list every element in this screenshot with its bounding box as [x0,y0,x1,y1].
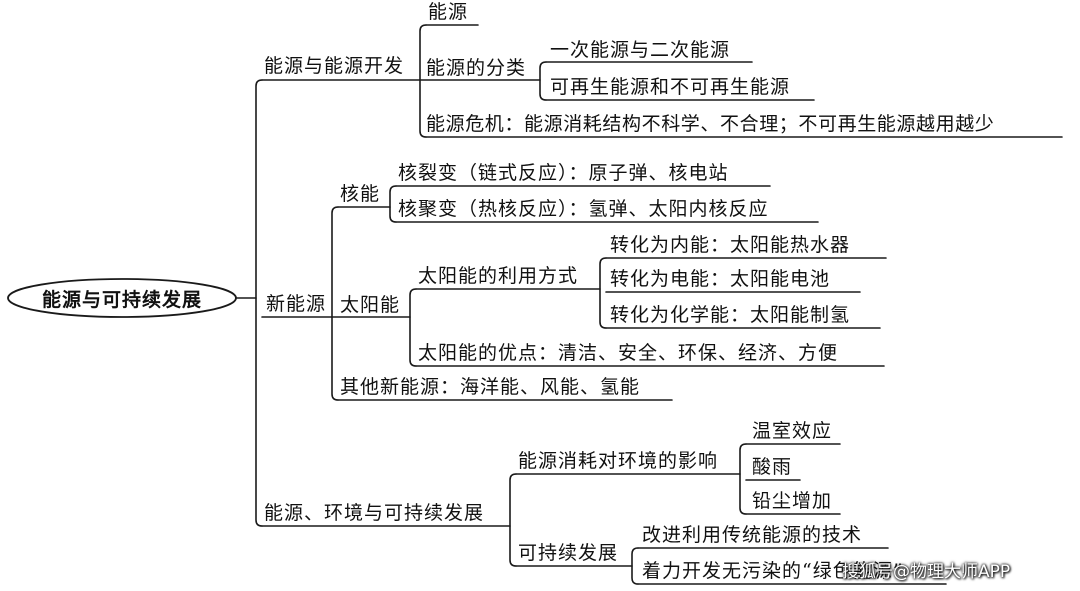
node-energy-crisis: 能源危机：能源消耗结构不科学、不合理；不可再生能源越用越少 [426,113,995,135]
node-acid-rain: 酸雨 [752,456,793,478]
node-fission: 核裂变（链式反应）：原子弹、核电站 [398,162,729,184]
node-classification: 能源的分类 [426,57,527,79]
node-improve-traditional: 改进利用传统能源的技术 [642,524,863,546]
node-renewable: 可再生能源和不可再生能源 [550,76,791,98]
node-other-new-energy: 其他新能源：海洋能、风能、氢能 [340,376,641,398]
node-sustainable: 可持续发展 [518,542,619,564]
spine-solar [409,288,417,367]
branch-environment-sustainability: 能源、环境与可持续发展 [264,502,485,524]
node-fusion: 核聚变（热核反应）：氢弹、太阳内核反应 [398,198,769,220]
spine-sustainable [631,547,639,585]
node-solar-chemical: 转化为化学能：太阳能制氢 [610,304,851,326]
node-primary-secondary: 一次能源与二次能源 [550,39,731,61]
node-solar: 太阳能 [340,294,401,316]
spine-new-branch [331,206,339,401]
watermark: 搜狐号@物理大师APP [842,562,1011,582]
node-energy: 能源 [428,1,469,23]
node-environmental-impact: 能源消耗对环境的影响 [518,450,719,472]
node-nuclear: 核能 [340,183,381,205]
spine-env-branch [509,473,517,567]
spine-energy-branch [419,24,427,138]
node-solar-advantages: 太阳能的优点：清洁、安全、环保、经济、方便 [418,342,839,364]
node-solar-internal: 转化为内能：太阳能热水器 [610,234,851,256]
node-greenhouse: 温室效应 [752,420,833,442]
node-solar-usage: 太阳能的利用方式 [418,265,579,287]
main-spine [255,79,263,527]
node-develop-green: 着力开发无污染的“绿色能源” [642,560,904,582]
node-lead-dust: 铅尘增加 [752,490,833,512]
spine-impact [739,443,747,515]
spine-nuclear [389,185,397,223]
node-solar-electric: 转化为电能：太阳能电池 [610,268,831,290]
spine-usage [599,257,607,329]
branch-new-energy: 新能源 [266,293,327,315]
branch-energy-development: 能源与能源开发 [264,55,405,77]
spine-classification [539,61,547,101]
root-topic: 能源与可持续发展 [41,288,202,311]
